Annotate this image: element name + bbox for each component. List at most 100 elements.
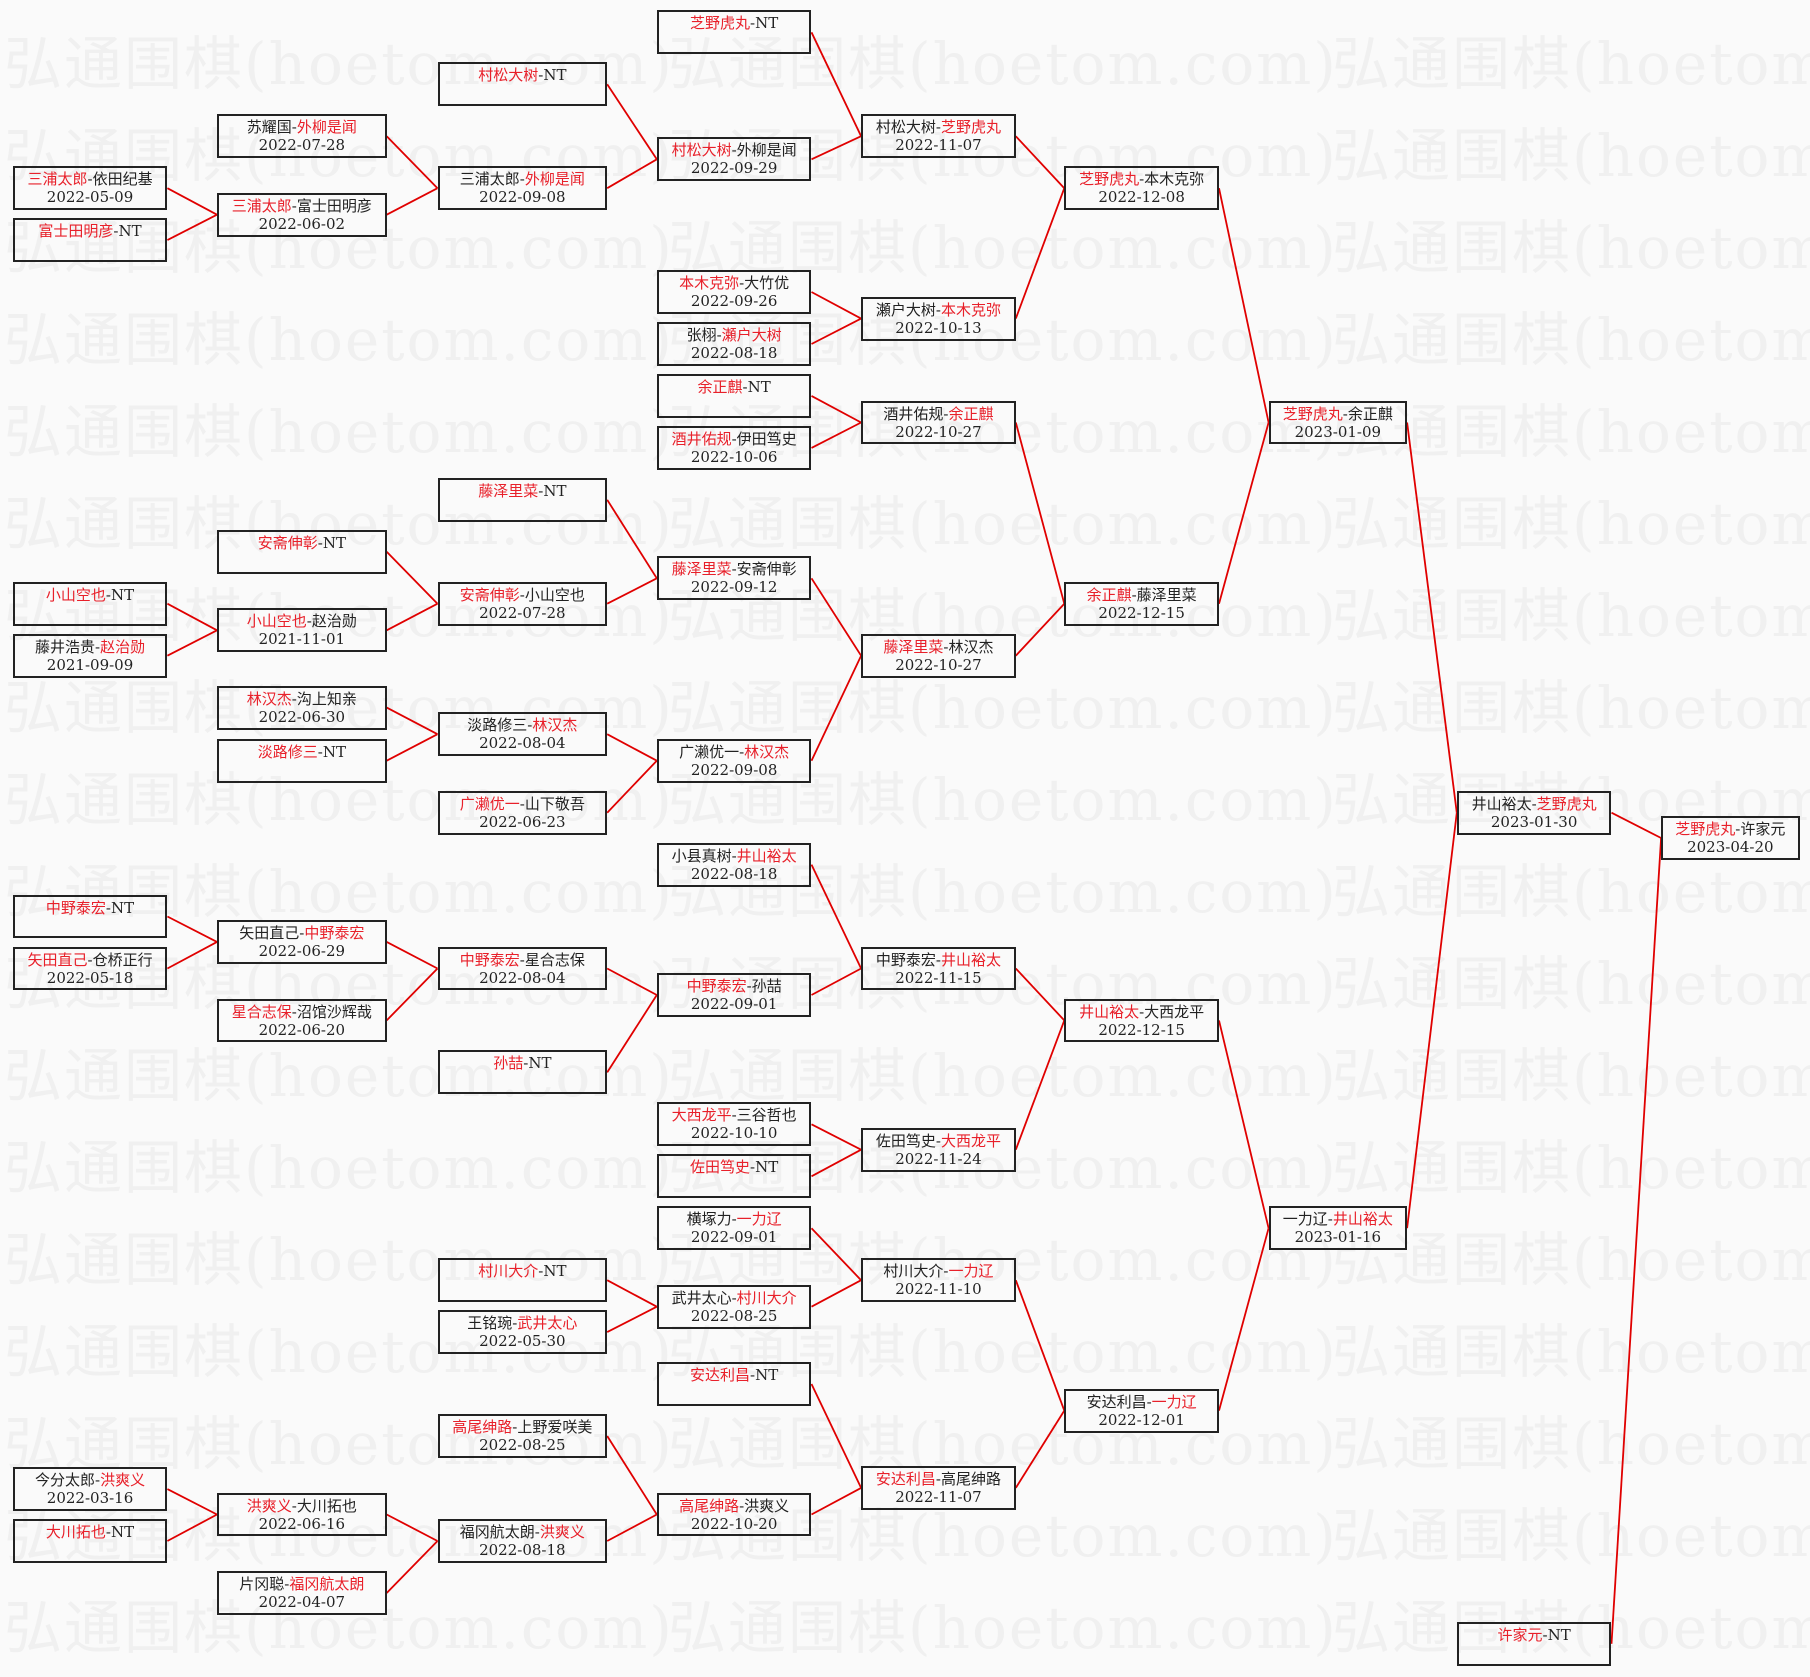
match-box[interactable]: 大川拓也-NT [12, 1519, 168, 1563]
separator: - [1139, 170, 1145, 189]
player-a: 村川大介 [478, 1262, 539, 1281]
match-box[interactable]: 余正麒-NT [656, 374, 812, 418]
separator: - [527, 716, 533, 735]
watermark-text: 弘通围棋(hoetom.com) [1332, 1594, 1810, 1662]
player-a: 藤泽里菜 [478, 481, 539, 500]
match-box[interactable]: 小山空也-NT [12, 581, 168, 626]
watermark-text: 弘通围棋(hoetom.com) [4, 490, 674, 558]
player-b: NT [755, 1158, 779, 1177]
match-players: 安斋伸彰-NT [219, 534, 385, 552]
match-box[interactable]: 中野泰宏-NT [12, 894, 168, 939]
match-box[interactable]: 藤泽里菜-NT [437, 477, 608, 522]
match-players: 安达利昌-高尾绅路 [863, 1470, 1014, 1488]
match-box[interactable]: 安达利昌-NT [656, 1362, 812, 1406]
player-b: NT [755, 1366, 779, 1385]
match-players: 安达利昌-一力辽 [1066, 1393, 1217, 1411]
match-date: 2022-10-27 [895, 655, 982, 674]
watermark-row: 弘通围棋(hoetom.com)弘通围棋(hoetom.com)弘通围棋(hoe… [4, 1410, 1810, 1479]
player-b: 许家元 [1740, 820, 1786, 839]
match-date [440, 1072, 606, 1090]
match-box[interactable]: 许家元-NT [1456, 1621, 1612, 1666]
player-b: NT [111, 1523, 135, 1542]
match-box[interactable]: 孙喆-NT [437, 1050, 608, 1095]
player-a: 今分太郎 [34, 1471, 95, 1490]
separator: - [306, 612, 312, 631]
match-date: 2022-06-02 [258, 214, 346, 233]
match-date [1459, 1644, 1610, 1662]
match-box[interactable]: 芝野虎丸-NT [656, 10, 812, 55]
match-players: 村川大介-NT [440, 1262, 606, 1280]
match-box[interactable]: 村川大介-NT [437, 1258, 608, 1303]
match-box[interactable]: 村松大树-NT [437, 62, 608, 107]
match-date: 2022-08-18 [690, 344, 778, 363]
player-b: 井山裕太 [1332, 1210, 1393, 1229]
match-players: 井山裕太-芝野虎丸 [1459, 795, 1610, 813]
separator: - [291, 689, 297, 708]
player-a: 中野泰宏 [459, 950, 520, 969]
separator: - [742, 378, 748, 396]
match-box[interactable]: 富士田明彦-NT [12, 218, 168, 263]
player-a: 孙喆 [493, 1054, 524, 1073]
match-players: 芝野虎丸-许家元 [1663, 820, 1798, 838]
match-date: 2023-04-20 [1687, 838, 1774, 857]
player-b: 一力辽 [1151, 1392, 1197, 1411]
watermark-text: 弘通围棋(hoetom.com) [4, 1410, 674, 1478]
match-players: 芝野虎丸-NT [659, 14, 810, 32]
match-box[interactable]: 安斋伸彰-NT [217, 529, 387, 574]
match-box[interactable]: 佐田笃史-NT [656, 1154, 812, 1199]
player-b: 林汉杰 [744, 742, 790, 761]
bracket-connector [386, 967, 439, 1022]
match-box[interactable]: 淡路修三-NT [217, 738, 387, 783]
match-players: 横塚力-一力辽 [659, 1210, 810, 1228]
separator: - [523, 1054, 529, 1073]
